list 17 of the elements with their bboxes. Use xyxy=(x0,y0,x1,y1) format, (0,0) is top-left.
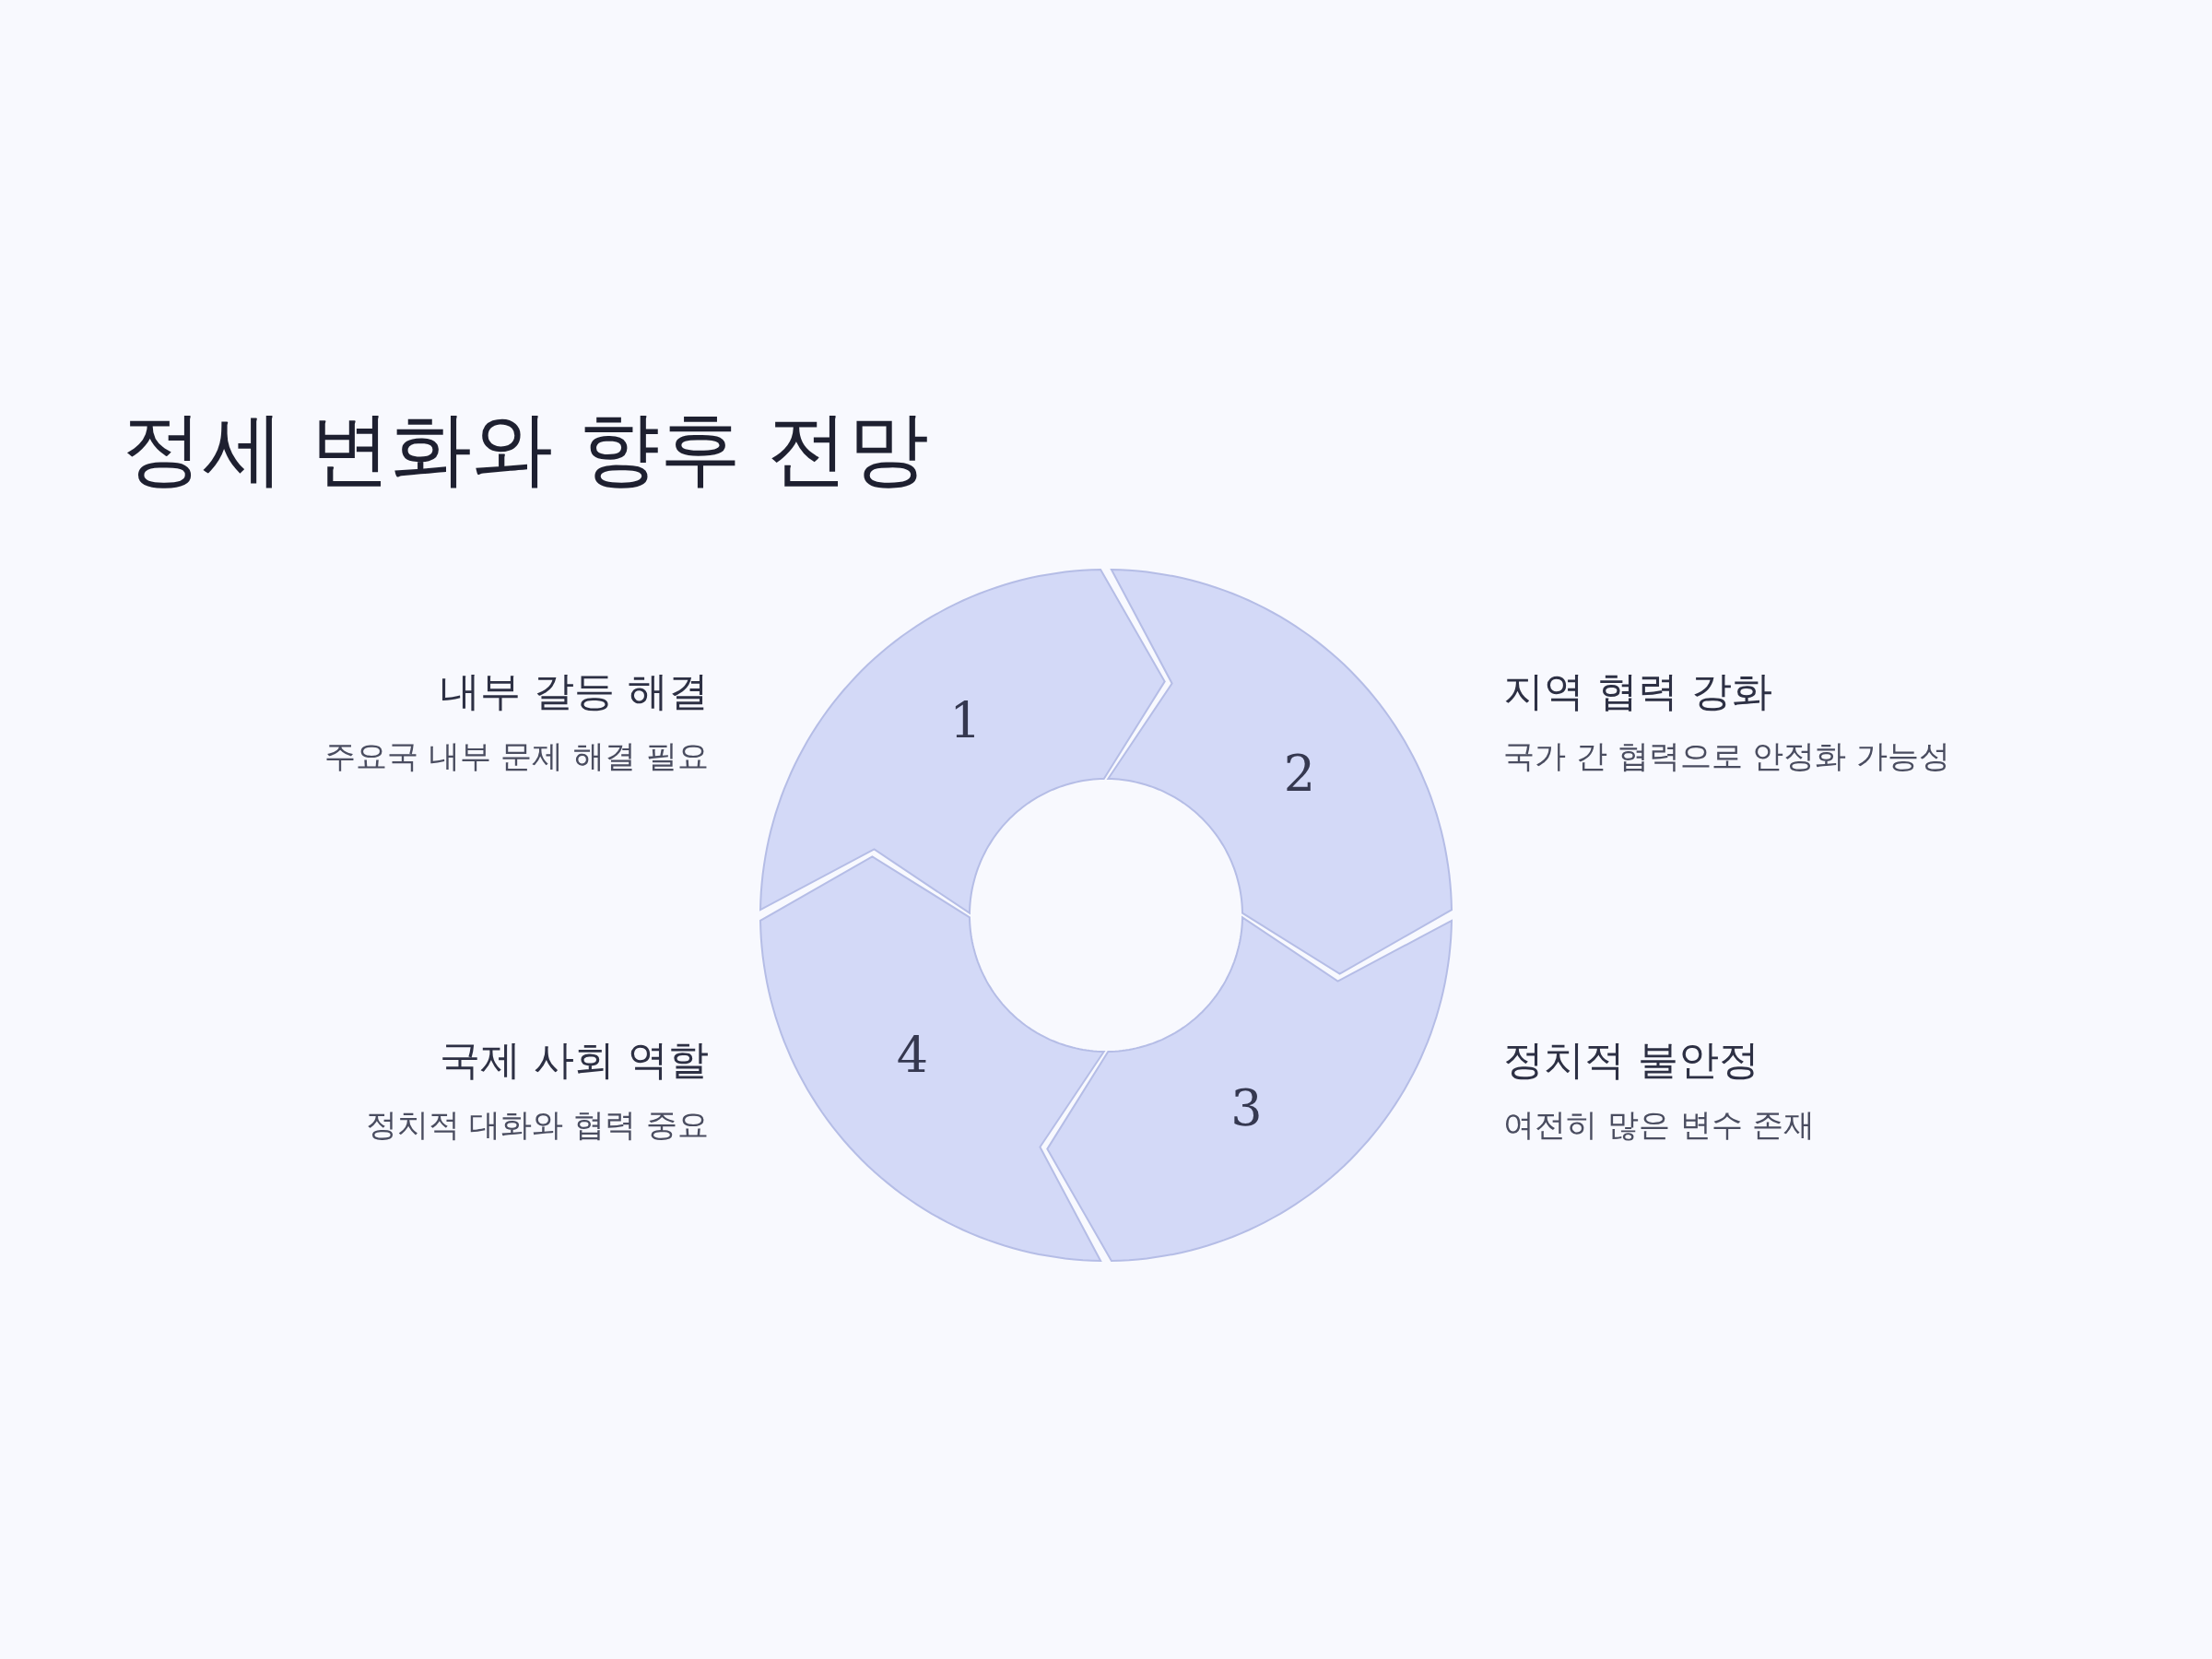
arrow-segment xyxy=(759,854,1106,1263)
step-heading: 내부 갈등 해결 xyxy=(440,666,709,716)
step-description: 주요국 내부 문제 해결 필요 xyxy=(324,736,709,776)
step-number: 3 xyxy=(1230,1083,1263,1134)
step-number: 1 xyxy=(949,697,982,747)
title: 정세 변화와 향후 전망 xyxy=(122,400,929,498)
step-heading: 정치적 불안정 xyxy=(1503,1035,1759,1085)
step-description: 국가 간 협력으로 안정화 가능성 xyxy=(1503,736,1951,776)
step-number: 4 xyxy=(896,1030,929,1081)
step-heading: 지역 협력 강화 xyxy=(1503,666,1772,716)
step-description: 정치적 대화와 협력 중요 xyxy=(365,1105,709,1145)
arrow-segment xyxy=(1045,915,1453,1263)
arrow-segment xyxy=(759,568,1167,915)
arrow-segment xyxy=(1106,568,1453,976)
step-heading: 국제 사회 역할 xyxy=(440,1035,709,1085)
step-number: 2 xyxy=(1283,749,1316,800)
step-description: 여전히 많은 변수 존재 xyxy=(1503,1105,1816,1145)
